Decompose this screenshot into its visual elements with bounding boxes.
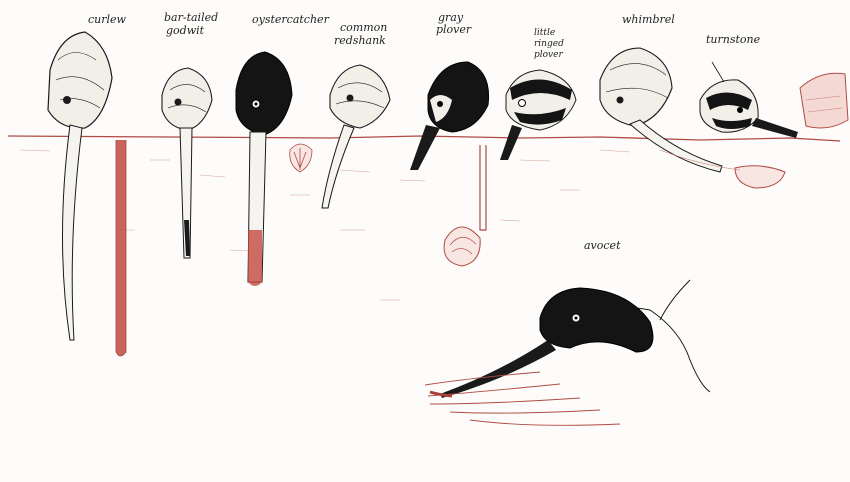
label-little-ringed-plover-line2: ringed — [534, 39, 564, 49]
gray-plover-drawing — [410, 62, 489, 266]
label-redshank-line1: common — [340, 22, 387, 34]
label-redshank-line2: redshank — [334, 35, 386, 47]
whimbrel-eye — [617, 97, 624, 104]
little-ringed-plover-drawing — [500, 70, 576, 160]
turnstone-eye — [737, 107, 743, 113]
worm-coil — [444, 227, 480, 266]
label-curlew: curlew — [88, 14, 126, 26]
turnstone-drawing — [700, 62, 848, 138]
label-little-ringed-plover-line3: plover — [534, 50, 563, 60]
label-gray-plover-line2: plover — [436, 24, 471, 36]
little-ringed-plover-eye — [519, 100, 526, 107]
godwit-eye — [175, 99, 182, 106]
gray-plover-bill — [410, 125, 440, 170]
avocet-head — [540, 288, 653, 352]
redshank-head — [330, 65, 390, 128]
whimbrel-head — [600, 48, 672, 126]
label-turnstone: turnstone — [706, 34, 760, 46]
curlew-drawing — [48, 32, 126, 356]
curlew-eye — [63, 96, 71, 104]
godwit-head — [162, 68, 212, 130]
avocet-drawing — [425, 280, 710, 425]
turnstone-bill — [752, 118, 798, 138]
label-godwit-line2: godwit — [166, 25, 204, 37]
avocet-mud-sweep — [425, 372, 620, 425]
whimbrel-crab-burrow — [735, 166, 785, 188]
little-ringed-plover-bill — [500, 125, 522, 160]
godwit-drawing — [162, 68, 212, 258]
mud-texture — [20, 150, 630, 300]
cockle-shell — [290, 144, 312, 172]
oystercatcher-head — [236, 52, 292, 135]
curlew-burrow — [116, 140, 126, 356]
curlew-bill — [63, 125, 83, 340]
gray-plover-burrow — [480, 145, 486, 230]
label-oystercatcher: oystercatcher — [252, 14, 329, 26]
label-little-ringed-plover-line1: little — [534, 28, 555, 38]
redshank-eye — [347, 95, 354, 102]
turnstone-stone — [800, 73, 848, 128]
label-avocet: avocet — [584, 240, 621, 252]
label-godwit-line1: bar-tailed — [164, 12, 218, 24]
curlew-head — [48, 32, 112, 128]
gray-plover-eye — [437, 101, 443, 107]
oystercatcher-mud-shell — [248, 230, 262, 286]
avocet-bill — [440, 340, 556, 398]
label-whimbrel: whimbrel — [622, 14, 675, 26]
